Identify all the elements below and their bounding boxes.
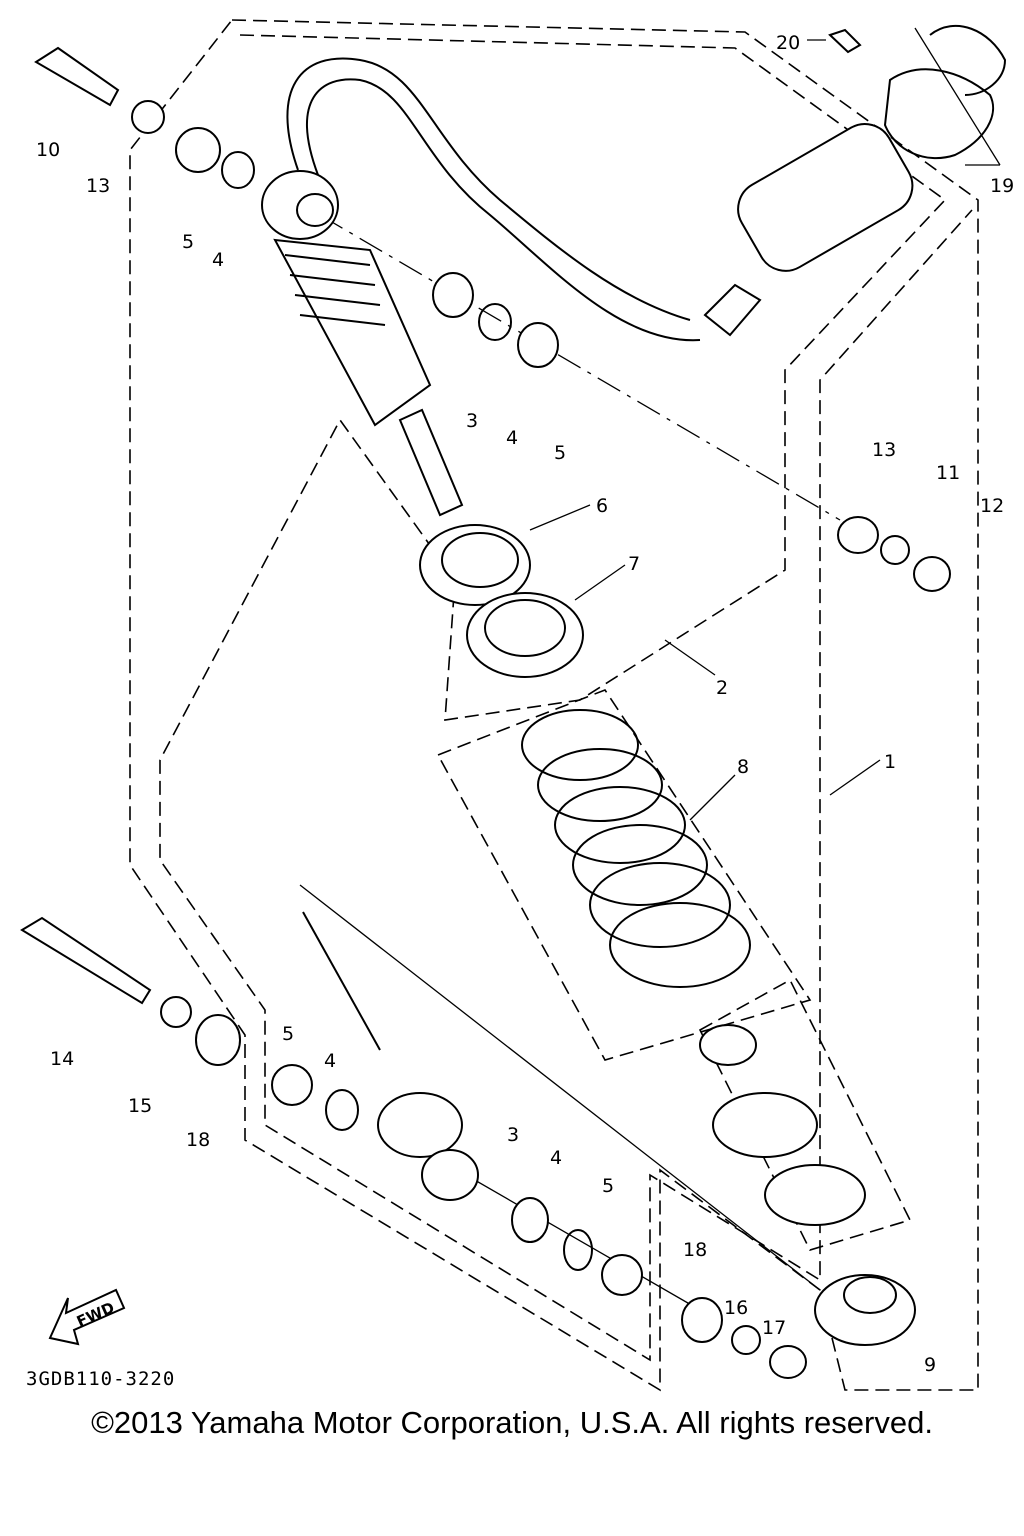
shock-threads [284,254,386,326]
spring-seat-mid [712,1092,818,1158]
nut-12 [913,556,951,592]
collar-13-right [837,516,879,554]
callout-4-upper-right: 4 [506,427,518,449]
circlip-4-lower-left [325,1089,359,1131]
reservoir-fitting [703,283,762,337]
shock-body [273,238,432,427]
seal-5-lower-left [271,1064,313,1106]
coil-spring [521,709,751,988]
reservoir-canister [737,123,914,272]
callout-6: 6 [596,495,608,517]
washer-15 [160,996,192,1028]
top-eye [261,170,339,240]
assembly-outline-2 [159,34,973,1362]
leader-1 [829,759,881,796]
circlip-4-upper-right [478,303,512,341]
screw-20 [828,28,862,54]
axis-line-upper [319,214,841,521]
leader-6 [529,504,591,531]
callout-5-lower-left: 5 [282,1023,294,1045]
top-eye-bore [296,193,334,227]
ring-nut-6-bore [441,532,519,588]
copyright-notice: ©2013 Yamaha Motor Corporation, U.S.A. A… [91,1405,933,1440]
callout-8: 8 [737,756,749,778]
leader-19a [914,27,1001,166]
callout-14: 14 [50,1048,74,1070]
callout-17: 17 [762,1317,786,1339]
lower-clevis [377,1092,463,1158]
callout-12: 12 [980,495,1004,517]
bearing-3-upper [432,272,474,318]
callout-5-upper-left: 5 [182,231,194,253]
ring-nut-7-bore [484,599,566,657]
reservoir-hose [286,57,691,321]
nut-17 [769,1345,807,1379]
seal-5-lower-right [601,1254,643,1296]
callout-18-right: 18 [683,1239,707,1261]
seal-5-upper-left [175,127,221,173]
spring-guide-top [699,1024,757,1066]
callout-5-lower-right: 5 [602,1175,614,1197]
callout-13-right: 13 [872,439,896,461]
collar-18-right [681,1297,723,1343]
rod-lower [302,911,381,1051]
leader-7 [574,564,626,601]
reservoir-hose-inner [306,78,701,342]
lower-seat-outline [698,978,912,1251]
leader-8 [689,774,736,821]
callout-15: 15 [128,1095,152,1117]
assembly-outline-1 [129,19,979,1392]
callout-7: 7 [628,553,640,575]
callout-4-upper-left: 4 [212,249,224,271]
washer-11 [880,535,910,565]
band-19 [883,68,995,160]
callout-16: 16 [724,1297,748,1319]
callout-18-left: 18 [186,1129,210,1151]
callout-4-lower-left: 4 [324,1050,336,1072]
axis-line-lower [299,884,821,1291]
bump-stop-9-bore [843,1276,897,1314]
callout-1: 1 [884,751,896,773]
band-19-upper [929,25,1007,96]
callout-13-upper: 13 [86,175,110,197]
washer-16 [731,1325,761,1355]
collar-18-left [195,1014,241,1066]
circlip-4-upper-left [221,151,255,189]
seal-5-upper-right [517,322,559,368]
circlip-4-lower-right [563,1229,593,1271]
spring-seat-low [764,1164,866,1226]
callout-4-lower-right: 4 [550,1147,562,1169]
spring-outline [436,689,812,1061]
callout-9: 9 [924,1354,936,1376]
callout-5-upper-right: 5 [554,442,566,464]
bump-stop-9 [814,1274,916,1346]
diagram-ref-code: 3GDB110-3220 [26,1368,176,1390]
callout-20: 20 [776,32,800,54]
bolt-10 [34,46,120,107]
bearing-3-lower [511,1197,549,1243]
callout-19: 19 [990,175,1014,197]
callout-11: 11 [936,462,960,484]
collar-13-upper [131,100,165,134]
ring-nut-7 [466,592,584,678]
callout-3-upper: 3 [466,410,478,432]
leader-2 [664,639,716,676]
lower-clevis-eye [421,1149,479,1201]
fwd-arrow [48,1288,126,1346]
rear-shock-exploded-diagram: FWD 1 2 3 3 4 4 4 4 5 5 5 5 6 7 8 9 10 1… [20,19,1014,1392]
callout-2: 2 [716,677,728,699]
callout-3-lower: 3 [507,1124,519,1146]
bolt-14 [20,916,152,1005]
piston-rod [398,408,464,517]
callout-10: 10 [36,139,60,161]
